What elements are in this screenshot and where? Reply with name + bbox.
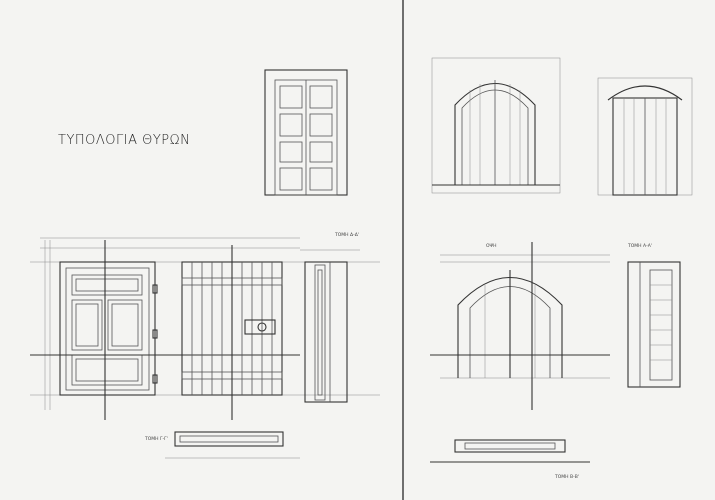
section-gg-label: ΤΟΜΗ Γ-Γ' [144,436,168,442]
double-door-elevation-small [264,69,348,196]
section-gg-plan: ΤΟΜΗ Γ-Γ' [144,431,300,459]
paneled-door-elevation [30,237,380,420]
section-aa-detail: ΤΟΜΗ Α-Α' [627,243,681,388]
section-bb-plan: ΤΟΜΗ Β-Β' [430,439,590,480]
arched-door-sketch-left [431,57,561,194]
plank-door-rear-elevation [181,245,283,420]
arched-door-elevation: ΟΨΗ [430,242,610,410]
arched-door-sketch-right [597,77,693,196]
section-aa-label: ΤΟΜΗ Α-Α' [627,243,652,249]
page-spine [402,0,404,500]
section-dd-label: ΤΟΜΗ Δ-Δ' [334,232,359,238]
section-bb-label: ΤΟΜΗ Β-Β' [554,474,579,480]
front-view-label: ΟΨΗ [486,243,496,249]
section-dd-detail: ΤΟΜΗ Δ-Δ' [300,232,360,403]
page-title: ΤΥΠΟΛΟΓΙΑ ΘΥΡΩΝ [58,133,191,148]
